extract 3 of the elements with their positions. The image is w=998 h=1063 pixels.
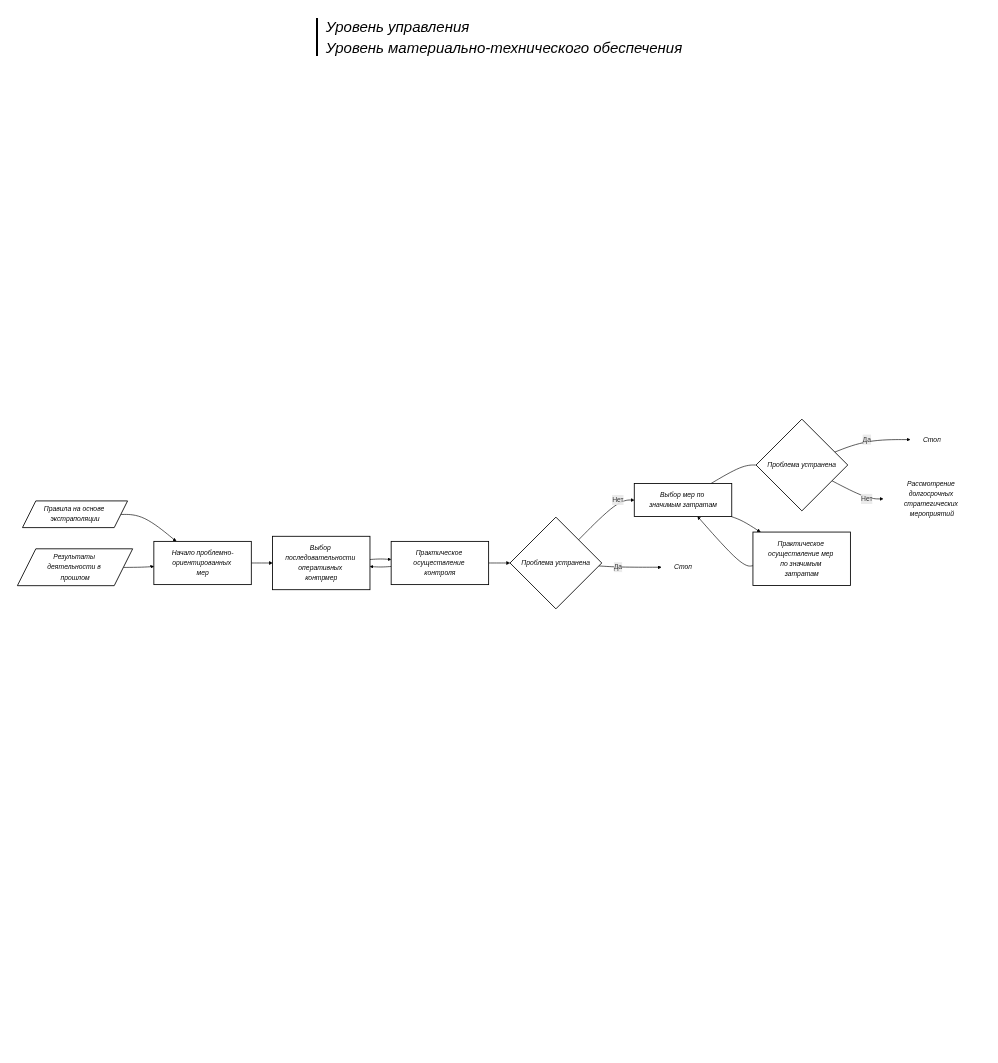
- level-label: Уровень материально-технического обеспечения: [325, 39, 683, 56]
- connector: [710, 464, 757, 484]
- level-label: Уровень управления: [325, 18, 471, 35]
